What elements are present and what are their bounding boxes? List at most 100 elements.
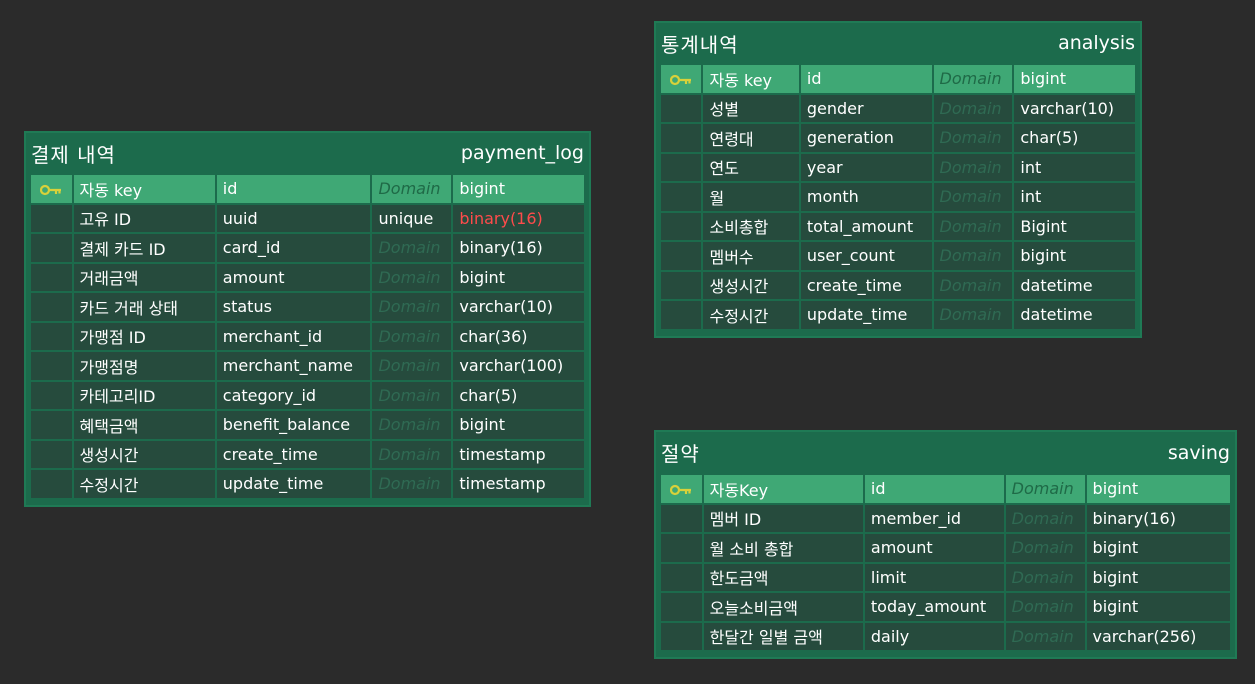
- column-physical-name: create_time: [800, 271, 932, 299]
- column-domain: Domain: [372, 440, 452, 468]
- column-domain: Domain: [1005, 534, 1085, 562]
- column-domain: Domain: [372, 381, 452, 409]
- column-logical-name: 가맹점 ID: [73, 322, 215, 350]
- key-cell: [661, 622, 702, 650]
- column-domain: Domain: [933, 301, 1013, 329]
- key-icon: [670, 74, 692, 85]
- column-domain: Domain: [372, 293, 452, 321]
- column-physical-name: update_time: [800, 301, 932, 329]
- column-domain: Domain: [933, 94, 1013, 122]
- column-logical-name: 멤버수: [703, 242, 799, 270]
- column-domain: Domain: [933, 271, 1013, 299]
- column-physical-name: today_amount: [864, 593, 1004, 621]
- key-cell: [661, 183, 702, 211]
- column-logical-name: 수정시간: [703, 301, 799, 329]
- column-physical-name: total_amount: [800, 212, 932, 240]
- key-icon: [40, 184, 62, 195]
- column-domain: Domain: [372, 263, 452, 291]
- entity-header: 절약 saving: [661, 432, 1230, 473]
- column-logical-name: 멤버 ID: [703, 504, 863, 532]
- column-physical-name: category_id: [216, 381, 371, 409]
- column-logical-name: 자동 key: [703, 65, 799, 93]
- entity-header: 통계내역 analysis: [661, 23, 1135, 63]
- column-data-type: bigint: [453, 175, 584, 203]
- column-data-type: bigint: [1086, 475, 1230, 503]
- column-data-type: char(5): [1014, 124, 1135, 152]
- column-physical-name: update_time: [216, 470, 371, 498]
- key-cell: [661, 271, 702, 299]
- column-domain: Domain: [372, 234, 452, 262]
- column-domain: Domain: [1005, 504, 1085, 532]
- key-cell: [661, 563, 702, 591]
- column-logical-name: 자동 key: [73, 175, 215, 203]
- column-domain: Domain: [372, 352, 452, 380]
- column-logical-name: 결제 카드 ID: [73, 234, 215, 262]
- column-physical-name: uuid: [216, 204, 371, 232]
- column-physical-name: merchant_name: [216, 352, 371, 380]
- column-physical-name: gender: [800, 94, 932, 122]
- column-logical-name: 생성시간: [703, 271, 799, 299]
- key-cell: [31, 470, 72, 498]
- key-cell: [661, 593, 702, 621]
- column-logical-name: 수정시간: [73, 470, 215, 498]
- entity-logical-name: 절약: [661, 442, 700, 466]
- column-logical-name: 카테고리ID: [73, 381, 215, 409]
- column-physical-name: amount: [864, 534, 1004, 562]
- column-data-type: char(36): [453, 322, 584, 350]
- column-physical-name: id: [864, 475, 1004, 503]
- column-domain: Domain: [933, 65, 1013, 93]
- column-physical-name: month: [800, 183, 932, 211]
- column-logical-name: 생성시간: [73, 440, 215, 468]
- column-data-type: varchar(10): [453, 293, 584, 321]
- column-data-type: varchar(10): [1014, 94, 1135, 122]
- column-physical-name: amount: [216, 263, 371, 291]
- column-logical-name: 카드 거래 상태: [73, 293, 215, 321]
- key-cell: [31, 234, 72, 262]
- column-domain: Domain: [933, 183, 1013, 211]
- column-data-type: int: [1014, 153, 1135, 181]
- entity-logical-name: 통계내역: [661, 32, 739, 57]
- key-cell: [31, 322, 72, 350]
- column-logical-name: 소비총합: [703, 212, 799, 240]
- column-logical-name: 한도금액: [703, 563, 863, 591]
- column-logical-name: 한달간 일별 금액: [703, 622, 863, 650]
- column-data-type: datetime: [1014, 301, 1135, 329]
- column-data-type: bigint: [1086, 534, 1230, 562]
- column-physical-name: status: [216, 293, 371, 321]
- column-physical-name: card_id: [216, 234, 371, 262]
- column-data-type: Bigint: [1014, 212, 1135, 240]
- column-logical-name: 혜택금액: [73, 411, 215, 439]
- key-cell: [661, 94, 702, 122]
- column-physical-name: id: [216, 175, 371, 203]
